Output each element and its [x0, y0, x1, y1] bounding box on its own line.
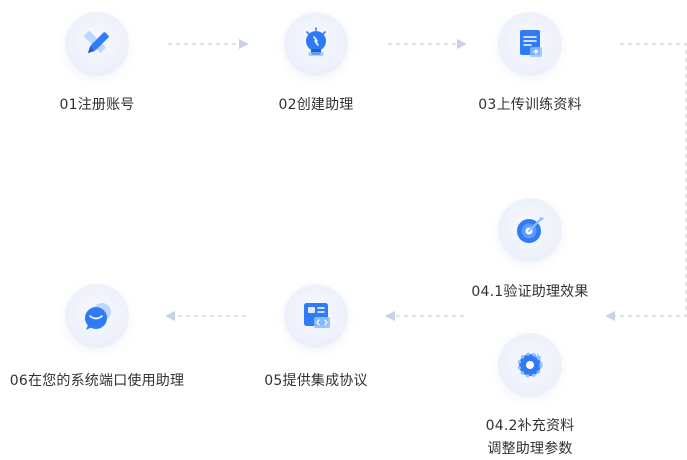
pen-ruler-icon [84, 31, 109, 54]
gear-sparkle-icon [517, 352, 543, 378]
chat-bubble-icon [85, 303, 111, 330]
step-04-2-label: 04.2补充资料 [485, 418, 575, 434]
step-02-label: 02创建助理 [278, 97, 354, 113]
document-upload-icon [520, 30, 542, 57]
step-04-2-label-line2: 调整助理参数 [487, 441, 573, 457]
code-panel-icon [304, 303, 330, 328]
connector-03-04 [605, 43, 687, 321]
step-03-label: 03上传训练资料 [478, 97, 582, 113]
step-05-label: 05提供集成协议 [264, 373, 368, 389]
step-04-1-label: 04.1验证助理效果 [471, 284, 589, 300]
lightbulb-icon [306, 27, 326, 56]
step-06-label: 06在您的系统端口使用助理 [9, 373, 185, 389]
target-icon [517, 217, 544, 243]
step-01-label: 01注册账号 [59, 97, 135, 113]
